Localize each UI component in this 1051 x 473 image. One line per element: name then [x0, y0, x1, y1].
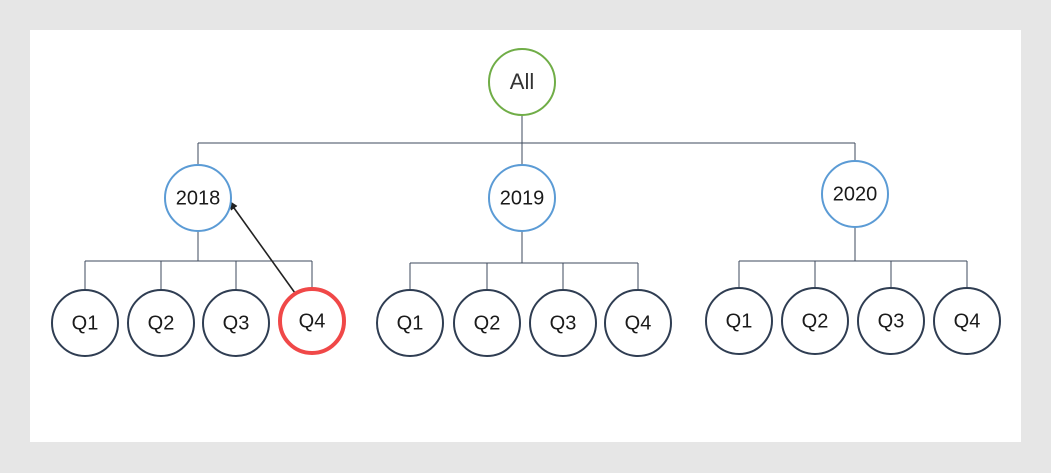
year-node-circle — [164, 164, 232, 232]
quarter-node-circle — [529, 289, 597, 357]
quarter-node-2019-q2[interactable]: Q2 — [453, 289, 521, 357]
quarter-node-circle — [51, 289, 119, 357]
quarter-node-label: Q1 — [397, 312, 424, 334]
quarter-node-label: Q3 — [878, 310, 905, 332]
quarter-node-2020-q2[interactable]: Q2 — [781, 287, 849, 355]
quarter-node-2020-q3[interactable]: Q3 — [857, 287, 925, 355]
quarter-node-2019-q1[interactable]: Q1 — [376, 289, 444, 357]
root-node-circle — [488, 48, 556, 116]
quarter-node-2019-q3[interactable]: Q3 — [529, 289, 597, 357]
quarter-node-2018-q4-highlighted[interactable]: Q4 — [278, 287, 346, 355]
quarter-node-2018-q3[interactable]: Q3 — [202, 289, 270, 357]
tree-connectors — [84, 115, 968, 290]
quarter-node-circle — [857, 287, 925, 355]
year-node-label: 2019 — [500, 187, 545, 209]
quarter-node-2018-q2[interactable]: Q2 — [127, 289, 195, 357]
quarter-node-label: Q4 — [299, 310, 326, 332]
quarter-node-circle — [376, 289, 444, 357]
root-node-label: All — [510, 69, 534, 94]
year-node-label: 2018 — [176, 187, 221, 209]
quarter-node-label: Q4 — [625, 312, 652, 334]
quarter-node-circle — [604, 289, 672, 357]
quarter-node-label: Q1 — [72, 312, 99, 334]
year-node-label: 2020 — [833, 183, 878, 205]
year-node-circle — [821, 160, 889, 228]
quarter-node-2020-q4[interactable]: Q4 — [933, 287, 1001, 355]
quarter-node-circle — [453, 289, 521, 357]
quarter-node-circle — [127, 289, 195, 357]
quarter-node-2020-q1[interactable]: Q1 — [705, 287, 773, 355]
quarter-node-2018-q1[interactable]: Q1 — [51, 289, 119, 357]
quarter-node-label: Q1 — [726, 310, 753, 332]
year-node-2019[interactable]: 2019 — [488, 164, 556, 232]
quarter-node-label: Q4 — [954, 310, 981, 332]
quarter-node-label: Q2 — [474, 312, 501, 334]
rollup-arrow — [228, 200, 296, 294]
quarter-node-label: Q2 — [148, 312, 175, 334]
root-node[interactable]: All — [488, 48, 556, 116]
quarter-node-circle — [781, 287, 849, 355]
quarter-node-2019-q4[interactable]: Q4 — [604, 289, 672, 357]
quarter-node-circle — [933, 287, 1001, 355]
quarter-node-circle — [202, 289, 270, 357]
year-node-circle — [488, 164, 556, 232]
year-node-2018[interactable]: 2018 — [164, 164, 232, 232]
year-node-2020[interactable]: 2020 — [821, 160, 889, 228]
quarter-node-label: Q2 — [802, 310, 829, 332]
quarter-node-label: Q3 — [550, 312, 577, 334]
highlighted-quarter-circle — [278, 287, 346, 355]
quarter-node-circle — [705, 287, 773, 355]
quarter-node-label: Q3 — [223, 312, 250, 334]
